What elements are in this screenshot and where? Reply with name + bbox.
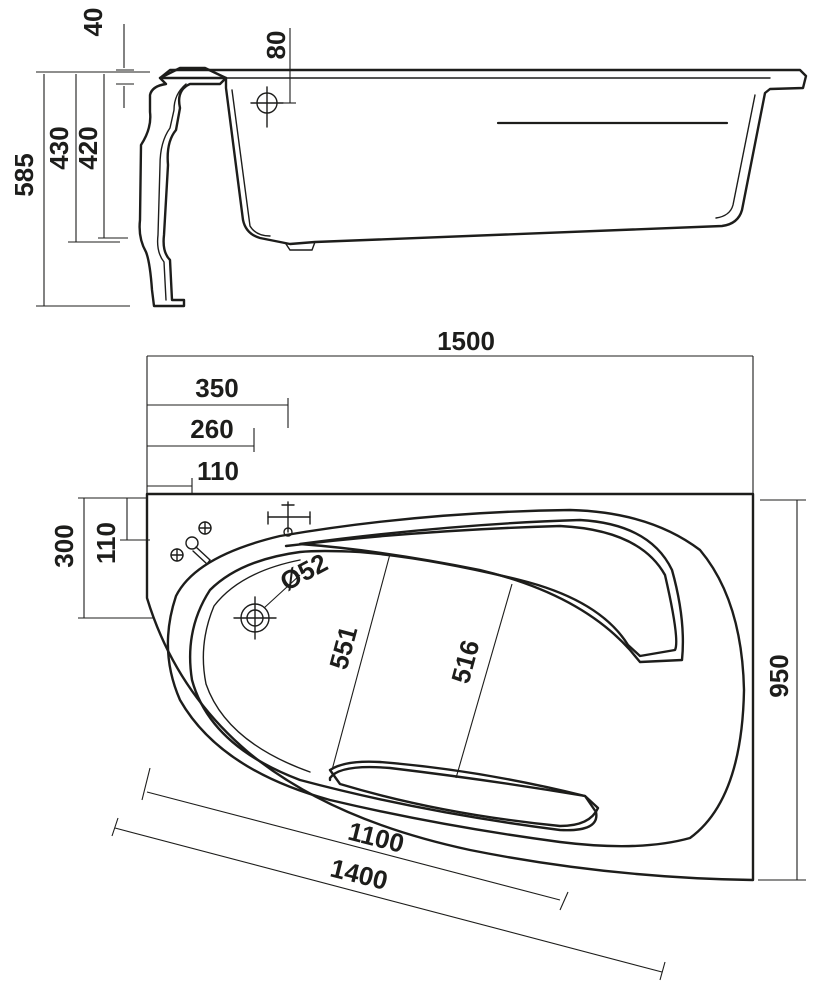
tap-icon (267, 501, 311, 537)
top-view: 1500 350 260 110 300 (49, 326, 806, 981)
tub-inner-wall (231, 89, 271, 237)
dim-551: 551 (323, 553, 391, 771)
dim-950: 950 (758, 499, 806, 881)
dim-551-label: 551 (323, 623, 363, 673)
backrest (298, 518, 685, 664)
overflow-symbol (250, 86, 284, 128)
dim-1100-label: 1100 (345, 816, 407, 859)
dim-260-label: 260 (190, 414, 233, 444)
dim-110-horizontal-label: 110 (197, 456, 239, 486)
dim-110-vertical: 110 (91, 498, 150, 564)
dim-950-label: 950 (764, 654, 794, 697)
dim-1500-label: 1500 (437, 326, 495, 356)
side-view: 40 80 585 430 420 (9, 8, 808, 308)
dim-110-horizontal: 110 (147, 456, 239, 494)
handle-icon (170, 521, 212, 566)
bowl-inner-rim (188, 524, 678, 832)
dim-350: 350 (147, 373, 289, 428)
dim-420: 420 (73, 74, 128, 239)
tub-inner-wall-right (715, 94, 756, 219)
floor-area (328, 760, 600, 828)
dim-430: 430 (44, 74, 120, 243)
dim-80: 80 (261, 28, 296, 104)
dim-585: 585 (9, 71, 150, 307)
tub-floor-foot (285, 241, 316, 251)
front-panel-inner (156, 83, 187, 301)
dim-110-vertical-label: 110 (91, 522, 121, 564)
dim-300-label: 300 (49, 524, 79, 567)
dim-1400-label: 1400 (327, 853, 390, 896)
dim-516: 516 (445, 583, 513, 779)
dim-1500: 1500 (146, 326, 754, 494)
dim-260: 260 (147, 414, 255, 452)
bowl-inner-rim-2 (202, 559, 311, 773)
dim-80-label: 80 (261, 31, 291, 60)
dim-420-label: 420 (73, 126, 103, 169)
dim-40-label: 40 (78, 8, 108, 37)
dim-300: 300 (49, 497, 154, 619)
front-panel (138, 66, 228, 308)
dim-40: 40 (78, 8, 134, 108)
tub-outer-contour (145, 492, 755, 882)
dim-585-label: 585 (9, 153, 39, 196)
dim-430-label: 430 (44, 126, 74, 169)
drain-icon (233, 574, 301, 640)
tub-side-profile (158, 68, 808, 246)
dim-350-label: 350 (195, 373, 238, 403)
bowl-outer-rim (166, 508, 746, 848)
dim-516-label: 516 (445, 637, 485, 687)
